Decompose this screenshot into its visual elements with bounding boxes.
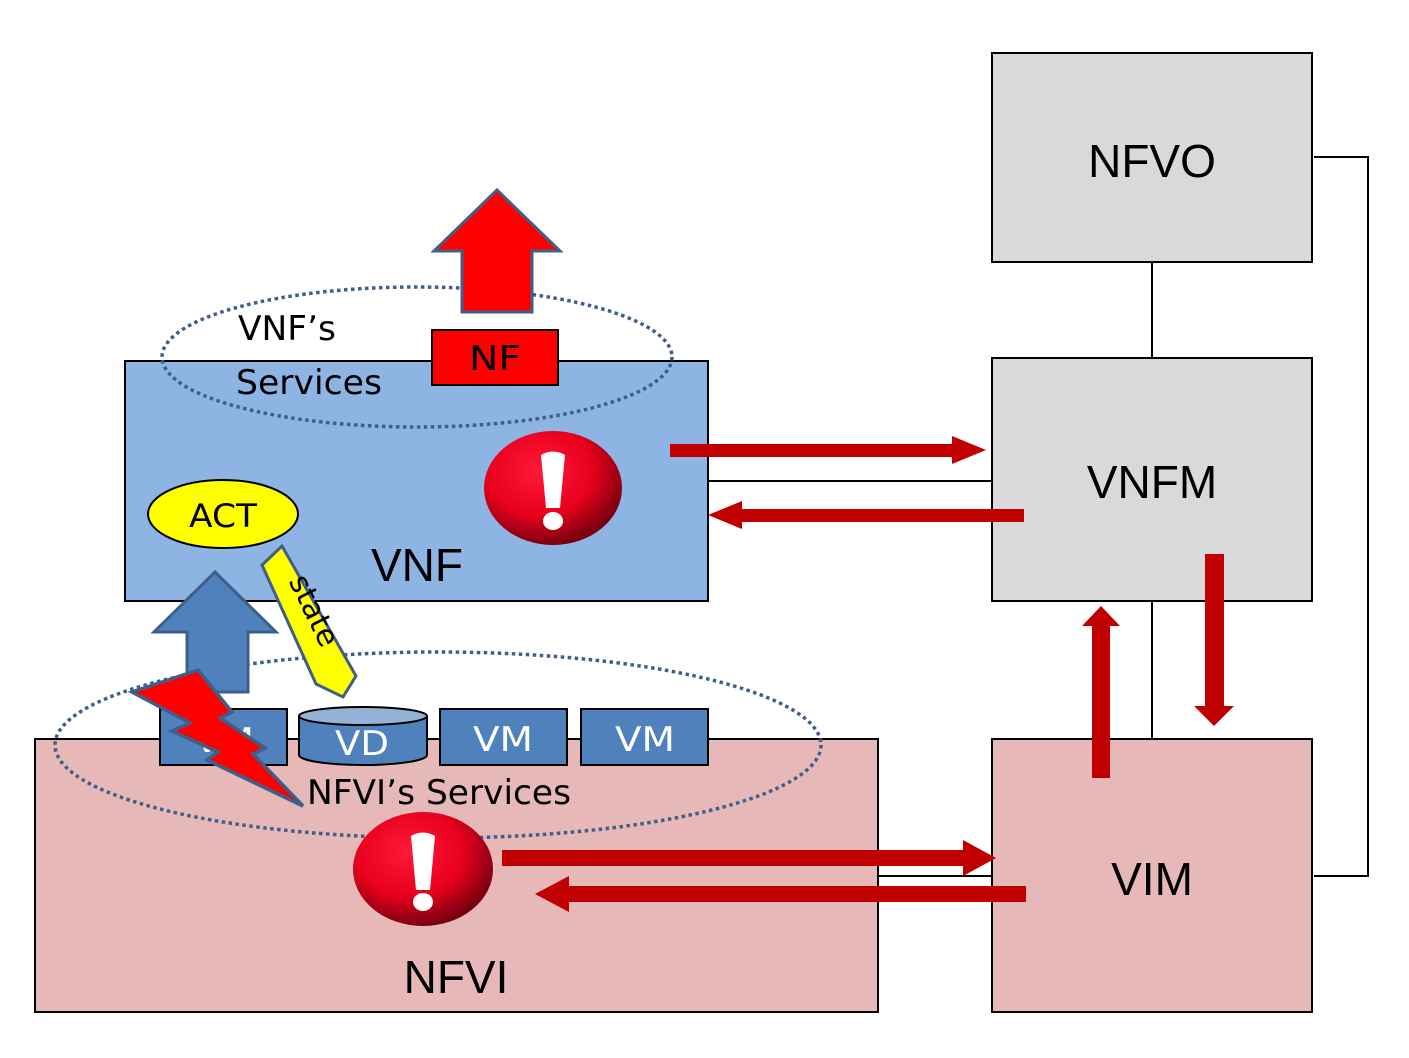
vm-3[interactable]: VM	[580, 708, 709, 766]
act-label: ACT	[189, 497, 257, 535]
nf-label: NF	[469, 339, 521, 379]
vnf-services-label-line2: Services	[236, 363, 382, 403]
vd-label: VD	[335, 724, 389, 764]
connector-lines	[708, 156, 1369, 877]
nfvi-label: NFVI	[404, 951, 509, 1003]
nf-output-arrow-icon	[430, 187, 564, 314]
failure-lightning-icon	[127, 667, 305, 808]
nfvi-alarm-icon[interactable]	[353, 812, 493, 926]
vnf-services-label-line1: VNF’s	[238, 309, 336, 349]
vnf-to-vnfm-arrow-icon	[670, 436, 986, 464]
vnfm-label: VNFM	[1087, 456, 1217, 508]
vm-2[interactable]: VM	[439, 708, 568, 766]
virtual-disk[interactable]: VD	[298, 706, 428, 766]
nfvo-label: NFVO	[1088, 135, 1216, 187]
vm-3-label: VM	[615, 720, 675, 760]
nfvo-vim-line	[1314, 156, 1369, 877]
vnf-label: VNF	[371, 539, 463, 591]
vnfm-to-vim-arrow-icon	[1194, 554, 1234, 726]
vim-to-nfvi-arrow-icon	[535, 876, 1026, 912]
vnf-services-boundary	[160, 285, 674, 429]
vim-block[interactable]: VIM	[991, 738, 1313, 1013]
vm-2-label: VM	[473, 720, 533, 760]
vim-label: VIM	[1111, 853, 1193, 905]
nfvi-to-vim-arrow-icon	[502, 840, 996, 876]
nfvi-services-label: NFVI’s Services	[307, 773, 571, 813]
act-oval[interactable]: ACT	[147, 479, 299, 549]
vnfm-to-vnf-arrow-icon	[708, 501, 1024, 529]
vnfm-block[interactable]: VNFM	[991, 357, 1313, 602]
vnf-alarm-icon[interactable]	[484, 431, 622, 545]
nf-box[interactable]: NF	[431, 329, 559, 386]
nfvo-block[interactable]: NFVO	[991, 52, 1313, 263]
vim-to-vnfm-arrow-icon	[1082, 606, 1120, 778]
